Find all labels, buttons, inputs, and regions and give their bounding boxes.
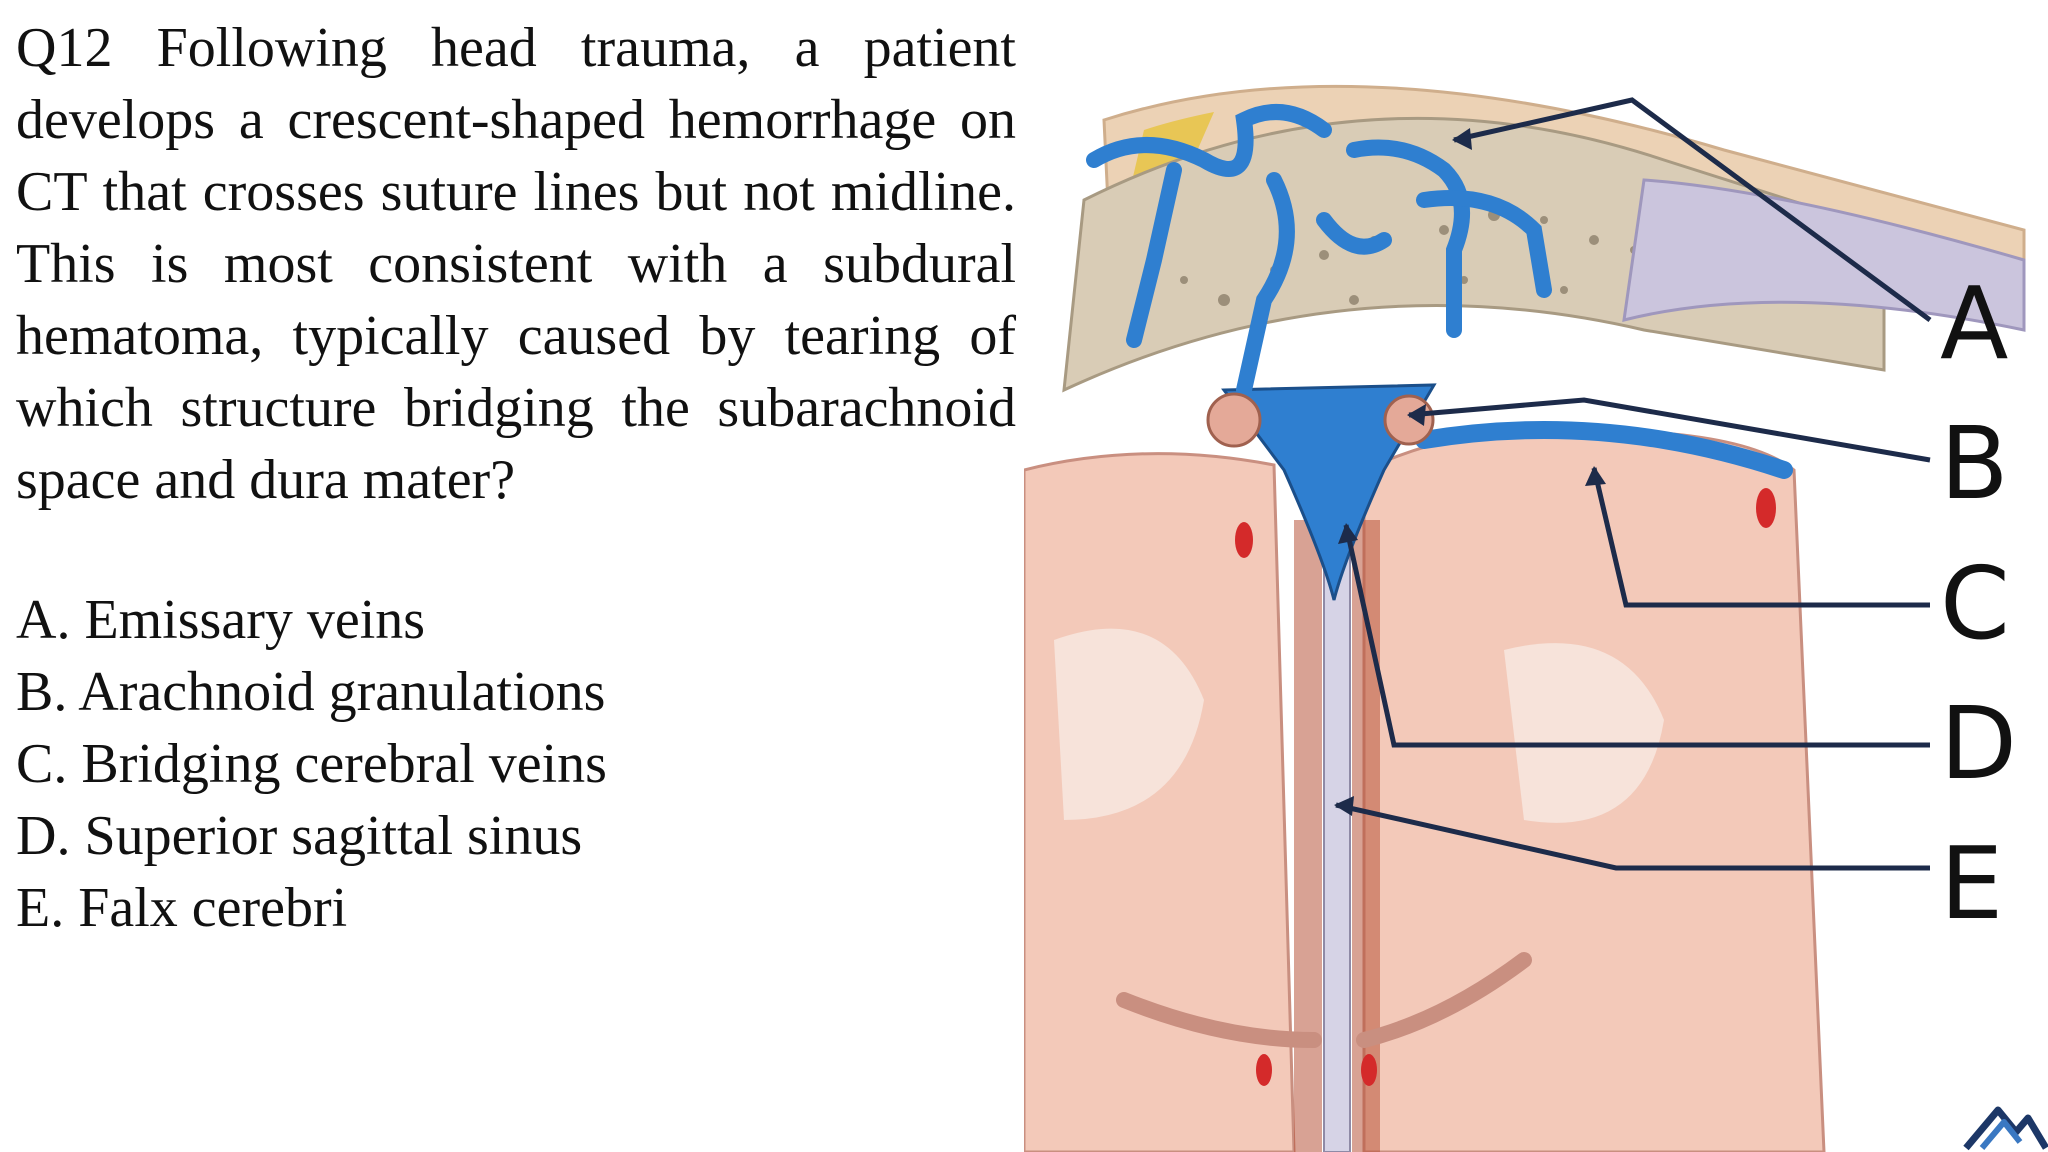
- left-white-matter: [1054, 628, 1204, 820]
- meninges-diagram: A B C D E: [1024, 84, 2048, 1152]
- leader-line-a: [1453, 97, 1932, 323]
- label-b: B: [1940, 405, 2009, 522]
- artery-left: [1235, 522, 1253, 558]
- arachnoid-granulation-right: [1383, 394, 1435, 446]
- dura-mater-band: [1622, 178, 2026, 332]
- artery-right: [1756, 488, 1776, 528]
- answer-options: A. Emissary veins B. Arachnoid granulati…: [16, 584, 996, 944]
- option-b: B. Arachnoid granulations: [16, 661, 606, 723]
- leader-line-b: [1408, 397, 1931, 463]
- artery-lower-right: [1361, 1054, 1377, 1086]
- leader-arrowheads: [1334, 128, 1606, 816]
- label-d: D: [1940, 685, 2017, 802]
- artery-lower-left: [1256, 1054, 1272, 1086]
- option-d: D. Superior sagittal sinus: [16, 805, 583, 867]
- option-e: E. Falx cerebri: [16, 877, 348, 939]
- option-a: A. Emissary veins: [16, 589, 426, 651]
- callosal-sulcus: [1116, 952, 1532, 1048]
- falx-cerebri: [1323, 519, 1351, 1152]
- superior-sagittal-sinus: [1221, 383, 1437, 601]
- arachnoid-granulation-left: [1206, 392, 1262, 448]
- subarachnoid-left: [1294, 520, 1322, 1152]
- diploic-veins: [1086, 104, 1552, 398]
- question-text: Q12 Following head trauma, a patient dev…: [16, 17, 1016, 511]
- label-a: A: [1940, 265, 2008, 382]
- right-white-matter: [1504, 643, 1664, 823]
- leader-line-c: [1591, 467, 1930, 608]
- leader-lines: [1335, 97, 1932, 871]
- label-e: E: [1940, 825, 2003, 942]
- label-c: C: [1940, 545, 2010, 662]
- brand-logo: [1963, 1106, 2048, 1151]
- leader-line-d: [1343, 524, 1930, 748]
- meninges-illustration: A B C D E: [1024, 0, 2048, 1152]
- option-c: C. Bridging cerebral veins: [16, 733, 607, 795]
- bridging-vein: [1415, 421, 1793, 479]
- left-hemisphere: [1024, 452, 1296, 1152]
- leader-line-e: [1335, 802, 1930, 871]
